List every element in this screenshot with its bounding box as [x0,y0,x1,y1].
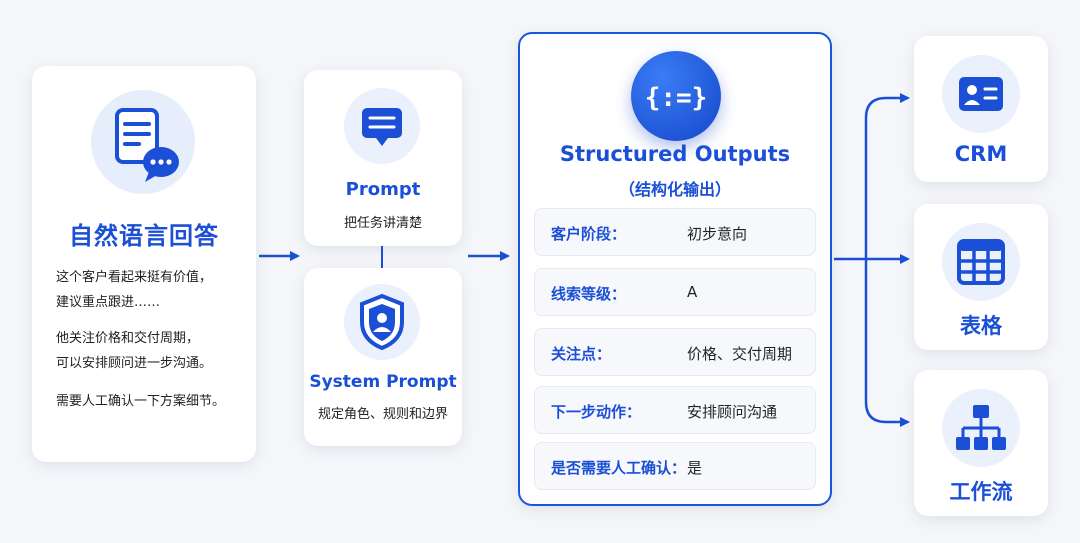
field-value: 是 [687,459,703,477]
natural-language-paragraph-2: 他关注价格和交付周期， 可以安排顾问进一步沟通。 [56,326,246,376]
code-braces-icon: {:=} [631,51,721,141]
target-card-crm: CRM [914,36,1048,182]
target-label: CRM [954,142,1008,166]
code-braces-glyph: {:=} [645,83,708,113]
target-card-table: 表格 [914,204,1048,350]
workflow-icon [942,389,1020,467]
document-chat-icon [91,90,195,194]
system-prompt-card: System Prompt 规定角色、规则和边界 [304,268,462,446]
text-line: 这个客户看起来挺有价值， [56,270,213,285]
natural-language-card: 自然语言回答 这个客户看起来挺有价值， 建议重点跟进…… 他关注价格和交付周期，… [32,66,256,462]
field-key: 下一步动作： [551,403,642,421]
field-row: 客户阶段： 初步意向 [534,208,816,256]
text-line: 需要人工确认一下方案细节。 [56,394,226,409]
text-line: 可以安排顾问进一步沟通。 [56,356,213,371]
chat-bubble-icon [344,88,420,164]
natural-language-paragraph-3: 需要人工确认一下方案细节。 [56,389,246,414]
structured-outputs-subtitle: （结构化输出） [618,180,731,199]
field-value: 初步意向 [687,225,748,243]
prompt-subtitle: 把任务讲清楚 [343,216,422,231]
system-prompt-title: System Prompt [309,372,457,392]
field-value: 安排顾问沟通 [687,403,778,421]
text-line: 他关注价格和交付周期， [56,331,200,346]
field-row: 线索等级： A [534,268,816,316]
field-key: 是否需要人工确认： [551,459,687,477]
structured-outputs-title: Structured Outputs [559,142,791,166]
target-label: 工作流 [949,480,1013,504]
field-row: 关注点： 价格、交付周期 [534,328,816,376]
target-label: 表格 [960,314,1002,338]
field-key: 线索等级： [551,285,627,303]
system-prompt-subtitle: 规定角色、规则和边界 [317,407,448,422]
shield-user-icon [344,284,420,360]
target-card-workflow: 工作流 [914,370,1048,516]
field-key: 客户阶段： [551,225,627,243]
field-value: A [687,283,698,301]
prompt-card: Prompt 把任务讲清楚 [304,70,462,246]
contact-card-icon [942,55,1020,133]
arrow-so-to-targets [834,96,906,424]
natural-language-paragraph-1: 这个客户看起来挺有价值， 建议重点跟进…… [56,265,246,315]
field-row: 下一步动作： 安排顾问沟通 [534,386,816,434]
prompt-connector [381,246,383,268]
field-key: 关注点： [551,345,612,363]
prompt-title: Prompt [345,179,421,200]
field-value: 价格、交付周期 [687,345,793,363]
table-icon [942,223,1020,301]
structured-outputs-card: {:=} Structured Outputs （结构化输出） 客户阶段： 初步… [518,32,832,506]
natural-language-title: 自然语言回答 [69,222,219,250]
field-row: 是否需要人工确认： 是 [534,442,816,490]
text-line: 建议重点跟进…… [56,295,161,310]
